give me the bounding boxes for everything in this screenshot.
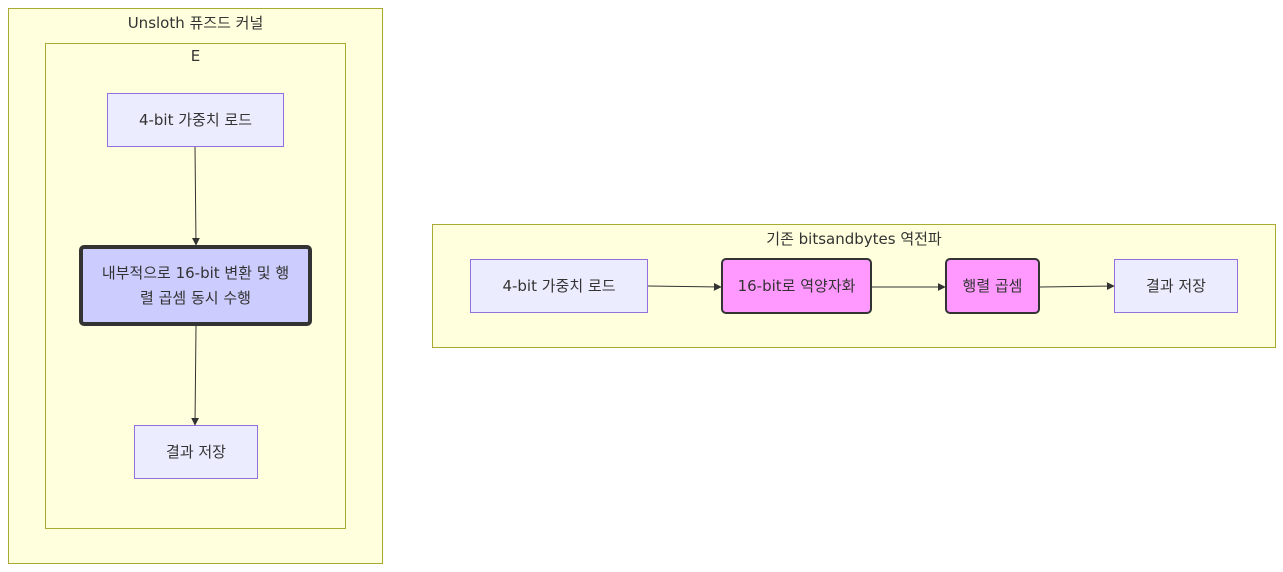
baseline-store-result-node: 결과 저장 xyxy=(1114,259,1238,313)
unsloth-store-result-node: 결과 저장 xyxy=(134,425,258,479)
unsloth-store-result-label: 결과 저장 xyxy=(166,442,226,461)
baseline-dequantize-label: 16-bit로 역양자화 xyxy=(737,276,856,295)
baseline-dequantize-node: 16-bit로 역양자화 xyxy=(721,258,872,314)
baseline-store-result-label: 결과 저장 xyxy=(1146,276,1206,295)
edge-baseline-load-to-dequant xyxy=(647,282,722,291)
unsloth-load-weights-node: 4-bit 가중치 로드 xyxy=(107,93,284,147)
baseline-matmul-node: 행렬 곱셈 xyxy=(945,258,1040,314)
edge-unsloth-load-to-fused xyxy=(191,146,200,246)
baseline-load-weights-label: 4-bit 가중치 로드 xyxy=(502,276,616,295)
unsloth-fused-dequant-matmul-node: 내부적으로 16-bit 변환 및 행렬 곱셈 동시 수행 xyxy=(79,245,312,326)
edge-unsloth-fused-to-store xyxy=(191,325,200,426)
unsloth-load-weights-label: 4-bit 가중치 로드 xyxy=(138,110,253,129)
baseline-cluster-title: 기존 bitsandbytes 역전파 xyxy=(766,230,942,248)
unsloth-cluster-title: Unsloth 퓨즈드 커널 xyxy=(127,14,264,32)
baseline-matmul-label: 행렬 곱셈 xyxy=(962,276,1023,295)
unsloth-fused-dequant-matmul-label: 내부적으로 16-bit 변환 및 행렬 곱셈 동시 수행 xyxy=(101,263,290,307)
edge-baseline-matmul-to-store xyxy=(1039,282,1115,291)
unsloth-inner-cluster-title: E xyxy=(190,47,201,65)
baseline-load-weights-node: 4-bit 가중치 로드 xyxy=(470,259,648,313)
